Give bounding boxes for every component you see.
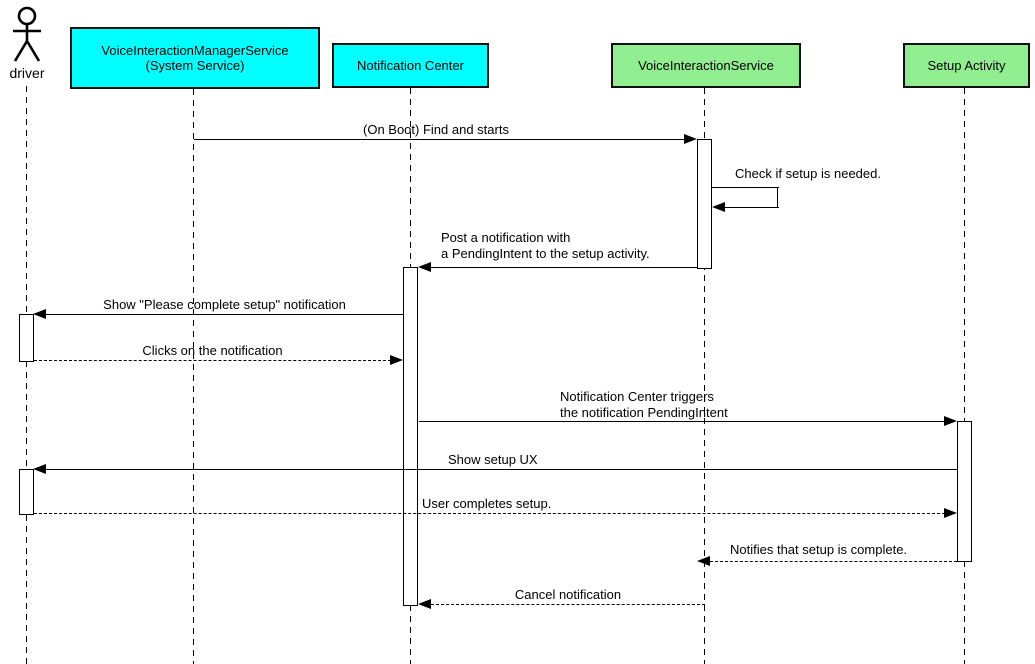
lifeline-voice-interaction-service — [704, 88, 706, 664]
lifeline-setup-activity — [964, 88, 966, 664]
message-label: Show setup UX — [448, 452, 538, 467]
message-label: Cancel notification — [514, 587, 622, 602]
message-line — [34, 513, 945, 514]
message-label: Notification Center triggers the notific… — [560, 389, 728, 420]
arrowhead-left-icon — [418, 599, 431, 609]
lifeline-voice-interaction-manager-service — [193, 89, 195, 664]
arrowhead-left-icon — [33, 309, 46, 319]
message-label: Clicks on the notification — [142, 343, 283, 358]
message-line — [46, 469, 957, 470]
message-label: (On Boot) Find and starts — [363, 122, 509, 137]
message-line — [419, 421, 945, 422]
activation-notification-center — [403, 267, 418, 606]
actor-label-driver: driver — [9, 65, 45, 81]
message-line — [194, 139, 685, 140]
arrowhead-right-icon — [390, 355, 403, 365]
activation-voice-interaction-service — [697, 139, 712, 269]
participant-voice-interaction-service: VoiceInteractionService — [611, 43, 801, 88]
participant-voice-interaction-manager-service: VoiceInteractionManagerService (System S… — [70, 27, 320, 89]
activation-setup-activity — [957, 421, 972, 562]
message-label: Show "Please complete setup" notificatio… — [103, 297, 346, 312]
arrowhead-left-icon — [712, 202, 725, 212]
self-message-return-line — [725, 207, 779, 208]
message-label: Check if setup is needed. — [735, 166, 881, 181]
arrowhead-left-icon — [418, 262, 431, 272]
message-line — [34, 360, 391, 361]
arrowhead-left-icon — [33, 464, 46, 474]
message-line — [431, 604, 705, 605]
arrowhead-right-icon — [684, 134, 697, 144]
message-label: User completes setup. — [422, 496, 552, 511]
participant-setup-activity: Setup Activity — [903, 43, 1030, 88]
arrowhead-right-icon — [944, 416, 957, 426]
actor-stick-figure — [13, 6, 41, 62]
activation-driver-2 — [19, 469, 34, 515]
message-line — [710, 561, 957, 562]
arrowhead-left-icon — [697, 556, 710, 566]
self-message-out-line — [712, 187, 779, 188]
participant-notification-center: Notification Center — [332, 43, 489, 88]
self-message-vertical-line — [777, 187, 778, 208]
message-line — [431, 267, 697, 268]
message-line — [46, 314, 403, 315]
message-label: Notifies that setup is complete. — [730, 542, 908, 557]
arrowhead-right-icon — [944, 508, 957, 518]
lifeline-driver — [26, 86, 28, 664]
message-label: Post a notification with a PendingIntent… — [441, 230, 650, 261]
activation-driver-1 — [19, 314, 34, 362]
